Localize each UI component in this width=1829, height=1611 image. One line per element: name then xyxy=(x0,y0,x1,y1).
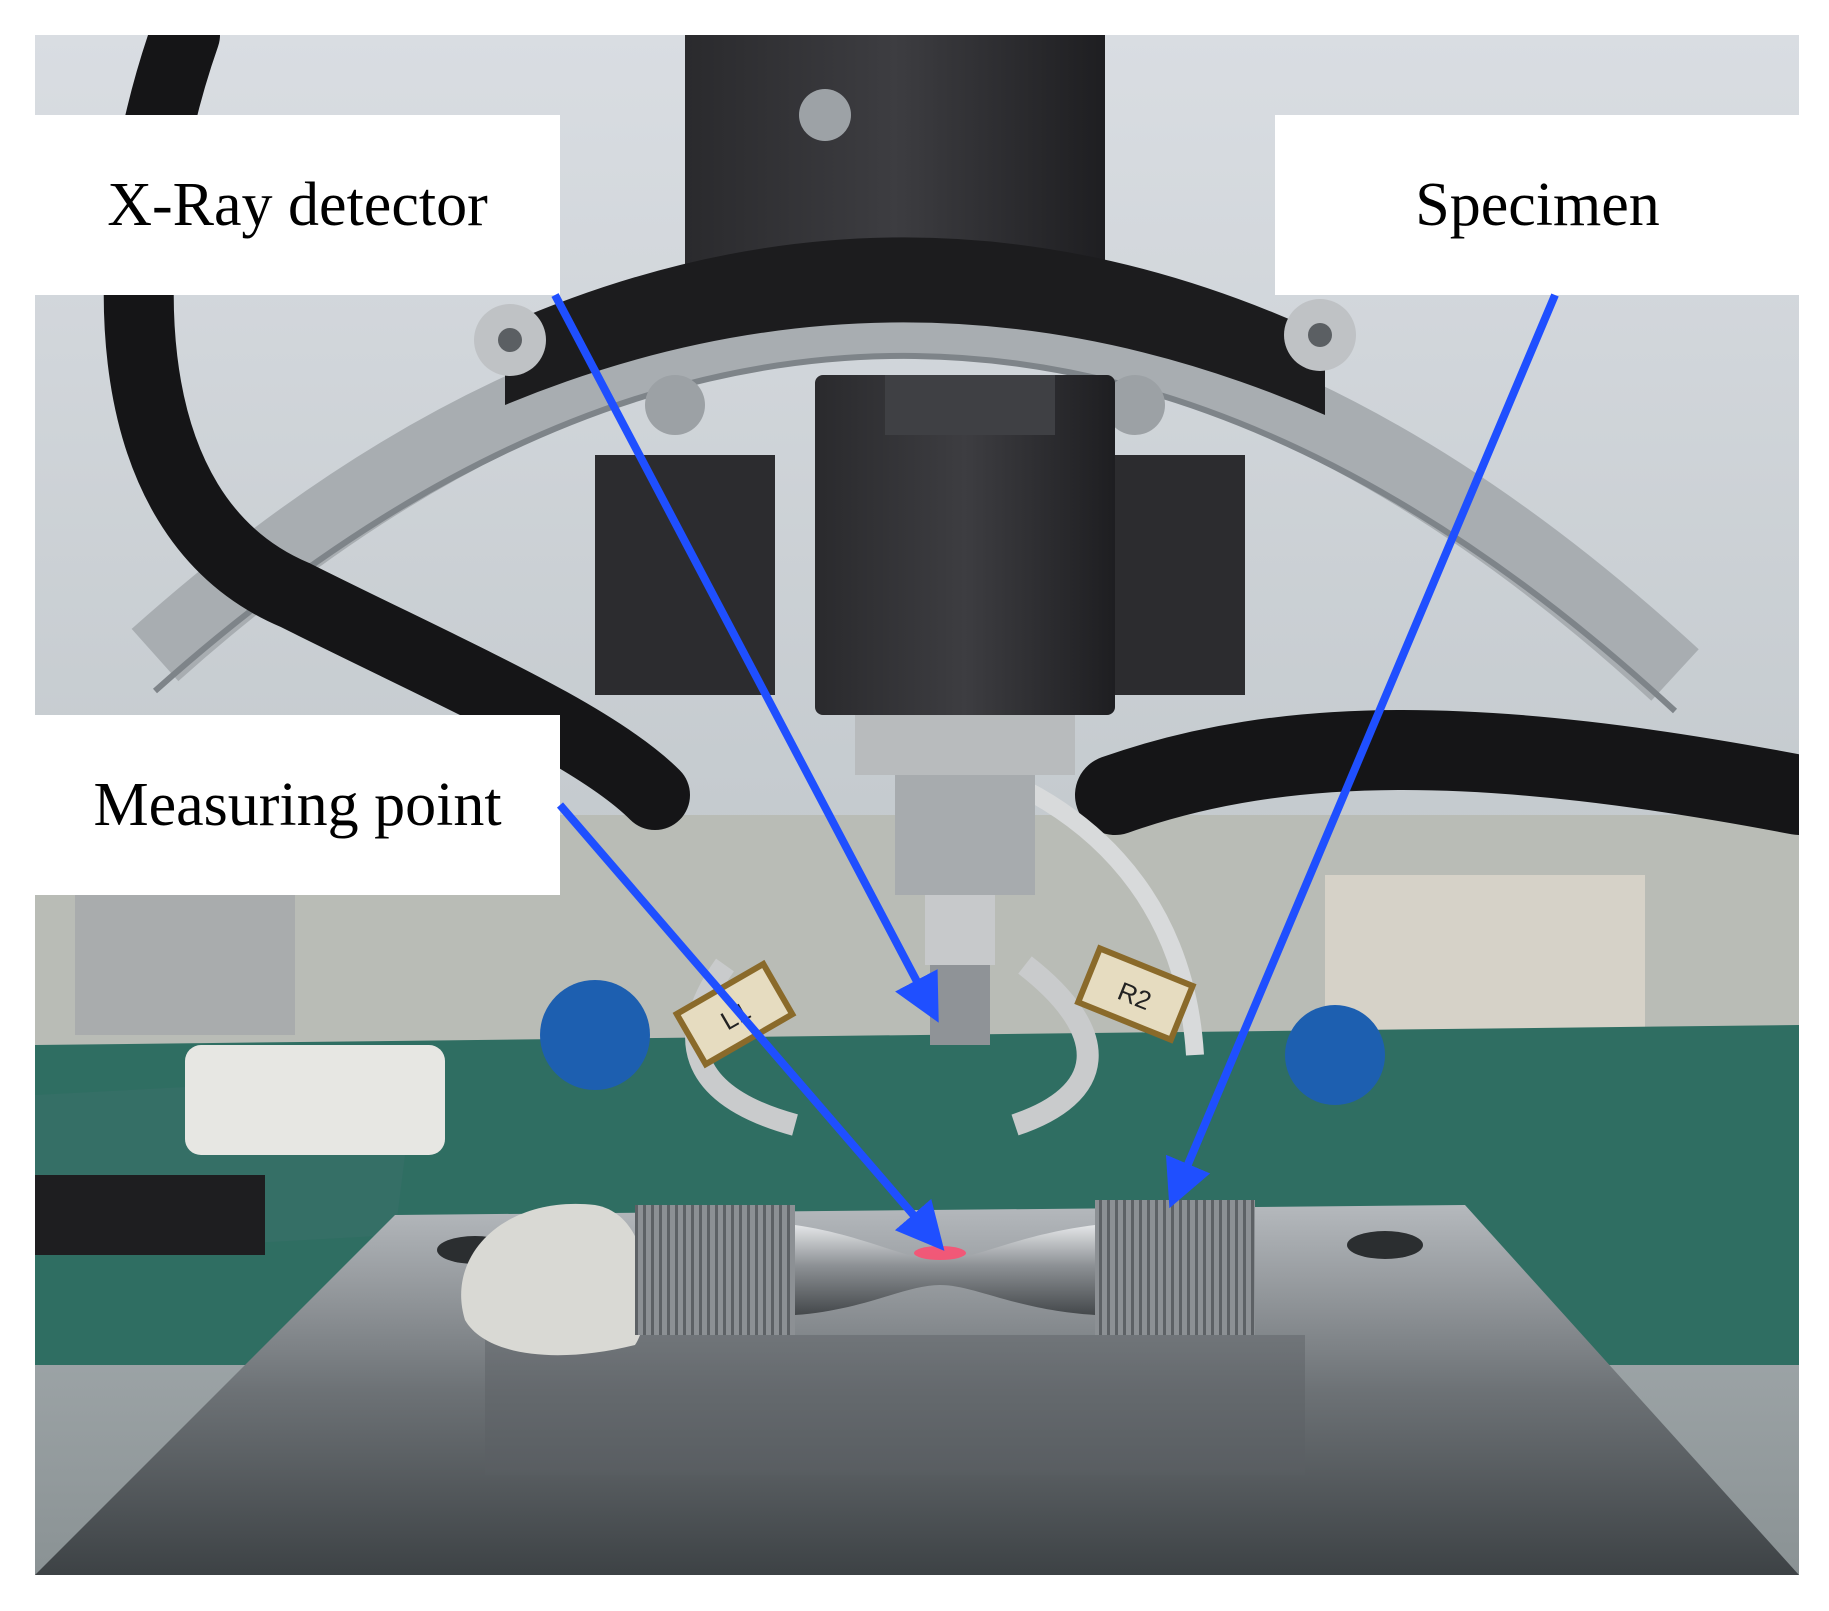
measuring-point-label-box: Measuring point xyxy=(35,715,560,895)
specimen-label: Specimen xyxy=(1415,170,1660,239)
measuring-point-label: Measuring point xyxy=(93,770,502,839)
xray-detector-label: X-Ray detector xyxy=(107,170,488,239)
specimen-grip-right xyxy=(1095,1200,1255,1335)
xray-detector-label-box: X-Ray detector xyxy=(35,115,560,295)
specimen-label-box: Specimen xyxy=(1275,115,1800,295)
specimen-grip-left xyxy=(635,1205,795,1335)
